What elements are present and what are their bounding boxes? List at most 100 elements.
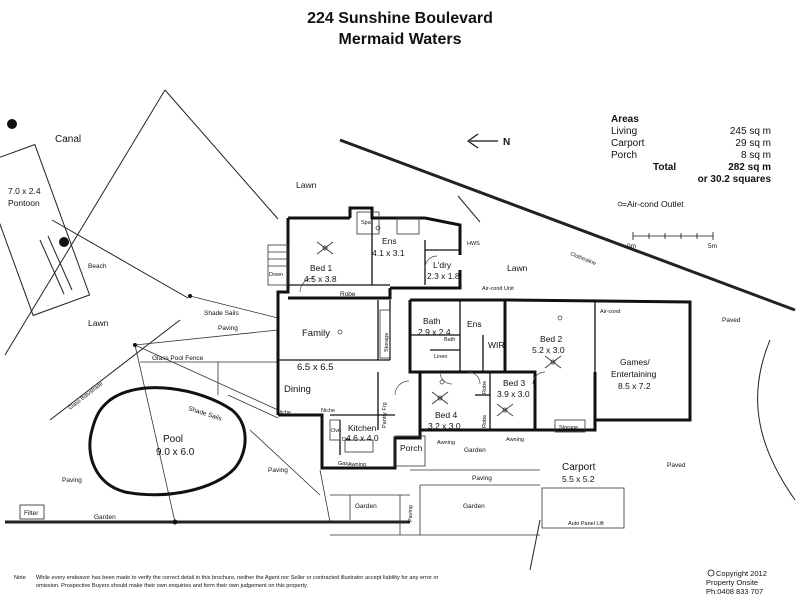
jetty-line [39, 239, 65, 295]
fence-line [227, 394, 279, 419]
room-kitchen-size: 4.6 x 4.0 [346, 433, 379, 443]
copyright-line3: Ph:0408 833 707 [706, 587, 764, 596]
room-bed2-name: Bed 2 [540, 334, 562, 344]
lawn-line [164, 89, 279, 220]
label-hws: HWS [467, 241, 480, 247]
shade-sail-line [189, 295, 279, 319]
porch-awning [394, 435, 426, 467]
ceiling-fan-icon [544, 355, 562, 369]
room-bed1-size: 4.5 x 3.8 [304, 274, 337, 284]
aircond-outlet-icon [375, 225, 381, 231]
glass-balustrade-line [49, 319, 181, 421]
room-games-size: 8.5 x 7.2 [618, 381, 651, 391]
room-pool-name: Pool [163, 434, 183, 445]
jetty-line [47, 235, 73, 291]
room-ens1-name: Ens [382, 236, 397, 246]
scale-bar [632, 232, 714, 240]
compass-north-label: N [503, 137, 510, 148]
post-marker [172, 519, 178, 525]
label-down: Down [269, 272, 283, 278]
room-family-name: Family [302, 328, 330, 339]
wall-outer [504, 298, 692, 422]
spa-bath [356, 211, 380, 235]
label-lawn: Lawn [88, 318, 109, 328]
label-awning: Awning [437, 440, 455, 446]
label-aircond-unit: Air-cond Unit [482, 286, 514, 292]
door-arc [439, 371, 453, 385]
scale-end: 5m [708, 243, 717, 250]
post-marker [133, 343, 137, 347]
label-garden: Garden [463, 503, 485, 510]
room-carport-name: Carport [562, 462, 596, 473]
door-arc [299, 277, 315, 293]
wall-outer [348, 206, 425, 220]
label-storage: Storage [384, 333, 390, 352]
room-bed2-size: 5.2 x 3.0 [532, 345, 565, 355]
door-arc [532, 371, 546, 385]
wall-outer [390, 270, 462, 290]
room-wir-name: WIR [488, 340, 505, 350]
ceiling-fan-icon [431, 391, 449, 405]
label-auto-panel-lift: Auto Panel Lift [568, 521, 604, 527]
room-carport-size: 5.5 x 5.2 [562, 474, 595, 484]
pontoon-name: Pontoon [8, 198, 40, 208]
boundary-front [529, 519, 541, 571]
filter-box [19, 504, 45, 520]
label-storage: Storage [559, 425, 578, 431]
label-paving: Paving [268, 467, 288, 474]
label-niche: Niche [321, 408, 335, 414]
label-robe: Robe [482, 415, 488, 428]
wall-outer [503, 318, 535, 374]
aircond-outlet-icon [337, 329, 343, 335]
copyright-block: Copyright 2012 Property Onsite Ph:0408 8… [706, 569, 767, 596]
pool-outline [88, 386, 247, 497]
plan-title-suburb: Mermaid Waters [338, 31, 462, 48]
label-lawn: Lawn [507, 263, 528, 273]
room-bed3-size: 3.9 x 3.0 [497, 389, 530, 399]
room-bath-size: 2.9 x 2.4 [418, 327, 451, 337]
north-arrow-icon [466, 133, 498, 149]
label-linen: Linen [434, 354, 447, 360]
label-robe: Robe [482, 381, 488, 394]
label-garden: Garden [94, 514, 116, 521]
room-family-size: 6.5 x 6.5 [297, 362, 333, 373]
storage-cupboard [379, 309, 391, 359]
room-ens2-name: Ens [467, 319, 482, 329]
room-bed3-name: Bed 3 [503, 378, 525, 388]
copyright-line1: Copyright 2012 [716, 569, 767, 578]
shower [396, 217, 420, 235]
label-paving: Paving [62, 477, 82, 484]
room-bed4-size: 3.2 x 3.0 [428, 421, 461, 431]
room-bath-name: Bath [423, 316, 441, 326]
room-porch-name: Porch [400, 443, 422, 453]
boundary-north [339, 138, 796, 312]
pontoon [0, 143, 91, 317]
ceiling-fan-icon [316, 241, 334, 255]
label-pantry-frg: Pantry Frg [382, 402, 388, 428]
room-games-name2: Entertaining [611, 369, 657, 379]
wall-outer [424, 216, 462, 255]
room-bed1-name: Bed 1 [310, 263, 332, 273]
areas-squares: or 30.2 squares [697, 174, 771, 185]
label-paving: Paving [218, 325, 238, 332]
wall-outer [278, 413, 422, 470]
room-dining-name: Dining [284, 384, 311, 395]
shade-sail-line [134, 344, 176, 523]
room-bath-small: Bath [444, 337, 455, 343]
room-bed4-name: Bed 4 [435, 410, 457, 420]
room-ldry-name: L'dry [433, 260, 452, 270]
label-aircond: Air-cond [600, 309, 620, 315]
aircond-outlet-icon [439, 379, 445, 385]
label-shade-sails: Shade Sails [204, 310, 239, 317]
disclaimer-note: Note While every endeavor has been made … [14, 574, 454, 590]
label-gas: Gas [338, 461, 348, 467]
label-lawn: Lawn [296, 180, 317, 190]
wall-outer [288, 288, 392, 300]
label-glass-balustrade: Glass Balustrade [68, 381, 105, 412]
door-arc [424, 255, 438, 269]
